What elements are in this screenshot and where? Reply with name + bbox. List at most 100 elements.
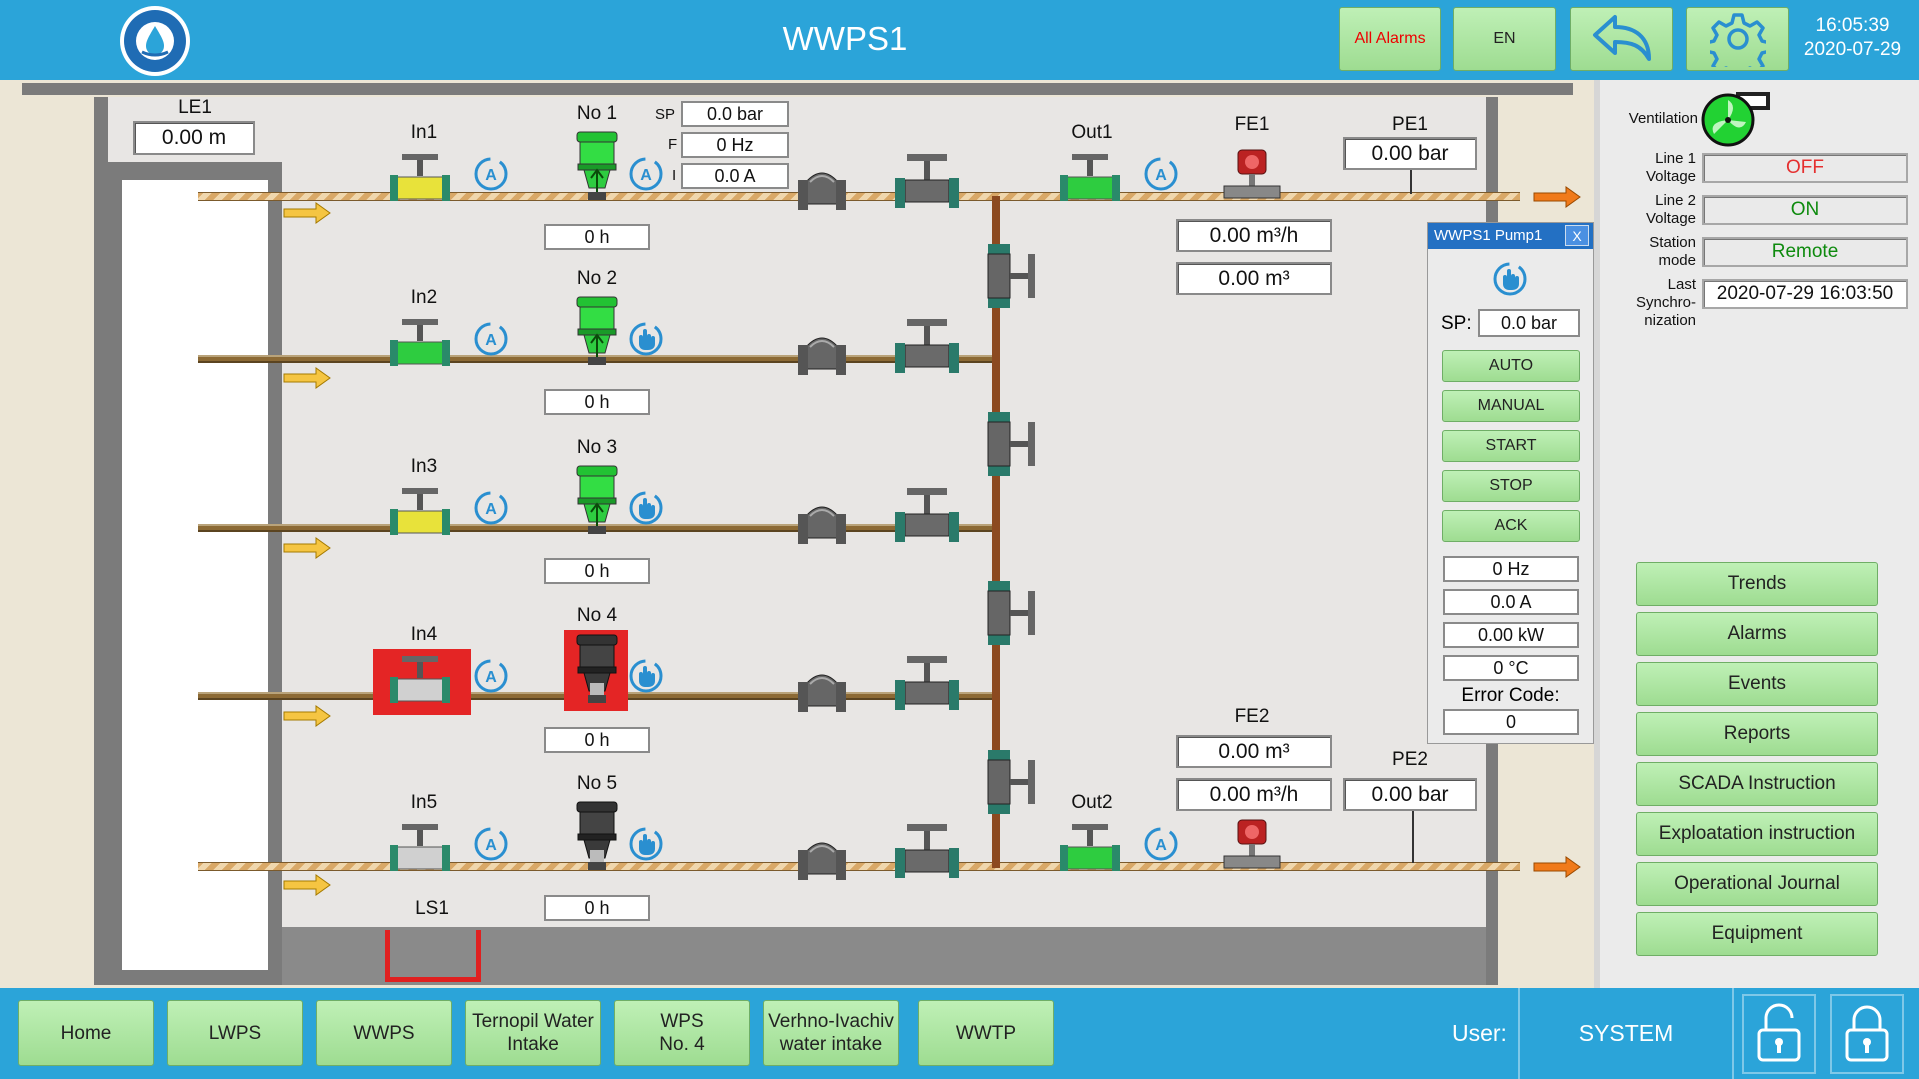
trends-button[interactable]: Trends: [1636, 562, 1878, 606]
fe1-flow-value: 0.00 m³/h: [1176, 219, 1332, 252]
auto-mode-icon: A: [474, 491, 508, 525]
pump-5-icon[interactable]: [572, 800, 622, 872]
inlet-valve-5-icon[interactable]: [390, 820, 450, 880]
gate-valve-3-icon[interactable]: [893, 486, 961, 550]
settings-button[interactable]: [1686, 7, 1789, 71]
out1-label: Out1: [1071, 122, 1113, 143]
pump-label-2: No 2: [576, 268, 618, 289]
pump-1-frequency: 0 Hz: [681, 132, 789, 158]
collector-valve-2-icon[interactable]: [984, 410, 1044, 478]
inlet-valve-3-icon[interactable]: [390, 484, 450, 544]
flow-arrow-icon: [283, 367, 331, 389]
svg-text:A: A: [1155, 167, 1167, 184]
pump-1-current: 0.0 A: [681, 163, 789, 189]
line2-voltage-label: Line 2 Voltage: [1645, 192, 1696, 227]
nav-verhno-ivachiv[interactable]: Verhno-Ivachiv water intake: [763, 1000, 899, 1066]
popup-power: 0.00 kW: [1443, 622, 1579, 648]
events-button[interactable]: Events: [1636, 662, 1878, 706]
outflow-arrow-icon: [1533, 186, 1581, 208]
pe1-pressure-value: 0.00 bar: [1343, 137, 1477, 170]
stop-button[interactable]: STOP: [1442, 470, 1580, 502]
gate-valve-1-icon[interactable]: [893, 152, 961, 216]
flow-arrow-icon: [283, 874, 331, 896]
nav-lwps[interactable]: LWPS: [167, 1000, 303, 1066]
language-button[interactable]: EN: [1453, 7, 1556, 71]
popup-close-button[interactable]: X: [1565, 225, 1589, 246]
discharge-pipe-2: [198, 862, 1520, 871]
back-button[interactable]: [1570, 7, 1673, 71]
nav-home[interactable]: Home: [18, 1000, 154, 1066]
pump-3-icon[interactable]: [572, 464, 622, 536]
manual-mode-icon: [629, 491, 663, 525]
reports-button[interactable]: Reports: [1636, 712, 1878, 756]
outflow-arrow-icon: [1533, 856, 1581, 878]
pump-4-icon[interactable]: [572, 633, 622, 705]
user-label: User:: [1452, 1020, 1507, 1046]
pump-4-hours: 0 h: [544, 727, 650, 753]
ventilation-fan-icon[interactable]: [1700, 90, 1772, 148]
pump-1-icon[interactable]: [572, 130, 622, 202]
outlet-valve-2-icon[interactable]: [1060, 820, 1120, 880]
alarms-button[interactable]: Alarms: [1636, 612, 1878, 656]
collector-valve-1-icon[interactable]: [984, 242, 1044, 310]
exploatation-instruction-button[interactable]: Exploatation instruction: [1636, 812, 1878, 856]
start-button[interactable]: START: [1442, 430, 1580, 462]
line1-voltage-value: OFF: [1702, 153, 1908, 183]
fe2-label: FE2: [1234, 706, 1270, 727]
svg-text:A: A: [640, 167, 652, 184]
logout-button[interactable]: [1830, 994, 1904, 1074]
discharge-pipe-1: [198, 192, 1520, 201]
auto-button[interactable]: AUTO: [1442, 350, 1580, 382]
gate-valve-2-icon[interactable]: [893, 317, 961, 381]
check-valve-5-icon: [798, 842, 846, 880]
level-switch-ls1: [385, 930, 481, 982]
last-sync-value: 2020-07-29 16:03:50: [1702, 279, 1908, 309]
check-valve-3-icon: [798, 506, 846, 544]
nav-wwtp[interactable]: WWTP: [918, 1000, 1054, 1066]
current-user[interactable]: SYSTEM: [1518, 988, 1734, 1079]
scada-instruction-button[interactable]: SCADA Instruction: [1636, 762, 1878, 806]
fe2-flow-value: 0.00 m³/h: [1176, 778, 1332, 811]
inlet-valve-2-icon[interactable]: [390, 315, 450, 375]
svg-text:A: A: [485, 167, 497, 184]
manual-mode-icon: [629, 827, 663, 861]
inlet-valve-1-icon[interactable]: [390, 150, 450, 210]
all-alarms-button[interactable]: All Alarms: [1339, 7, 1441, 71]
collector-valve-4-icon[interactable]: [984, 748, 1044, 816]
nav-wwps[interactable]: WWPS: [316, 1000, 452, 1066]
nav-wps-no4[interactable]: WPS No. 4: [614, 1000, 750, 1066]
line1-voltage-label: Line 1 Voltage: [1645, 150, 1696, 185]
popup-current: 0.0 A: [1443, 589, 1579, 615]
auto-mode-icon: A: [474, 157, 508, 191]
lock-closed-icon: [1845, 1005, 1889, 1062]
pe2-tap: [1412, 811, 1414, 863]
flow-arrow-icon: [283, 202, 331, 224]
operational-journal-button[interactable]: Operational Journal: [1636, 862, 1878, 906]
collector-valve-3-icon[interactable]: [984, 579, 1044, 647]
out2-label: Out2: [1071, 792, 1113, 813]
manual-mode-icon: [1493, 262, 1527, 296]
popup-sp-input[interactable]: 0.0 bar: [1478, 309, 1580, 337]
pump-2-icon[interactable]: [572, 295, 622, 367]
inlet-label-1: In1: [410, 122, 438, 143]
nav-ternopil-water-intake[interactable]: Ternopil Water Intake: [465, 1000, 601, 1066]
equipment-button[interactable]: Equipment: [1636, 912, 1878, 956]
gate-valve-4-icon[interactable]: [893, 654, 961, 718]
flowmeter-fe1-icon: [1223, 149, 1281, 199]
building-wall-left: [94, 97, 108, 985]
login-button[interactable]: [1742, 994, 1816, 1074]
ack-button[interactable]: ACK: [1442, 510, 1580, 542]
collector-pipe: [992, 196, 1000, 868]
clock-time: 16:05:39: [1815, 15, 1890, 36]
popup-error-code: 0: [1443, 709, 1579, 735]
manual-button[interactable]: MANUAL: [1442, 390, 1580, 422]
outlet-valve-1-icon[interactable]: [1060, 150, 1120, 210]
svg-text:A: A: [485, 837, 497, 854]
inlet-valve-4-icon[interactable]: [390, 652, 450, 712]
wet-well-interior: [122, 180, 268, 970]
gear-icon: [1709, 13, 1766, 67]
auto-mode-icon: A: [1144, 827, 1178, 861]
pump-label-4: No 4: [576, 605, 618, 626]
gate-valve-5-icon[interactable]: [893, 822, 961, 886]
